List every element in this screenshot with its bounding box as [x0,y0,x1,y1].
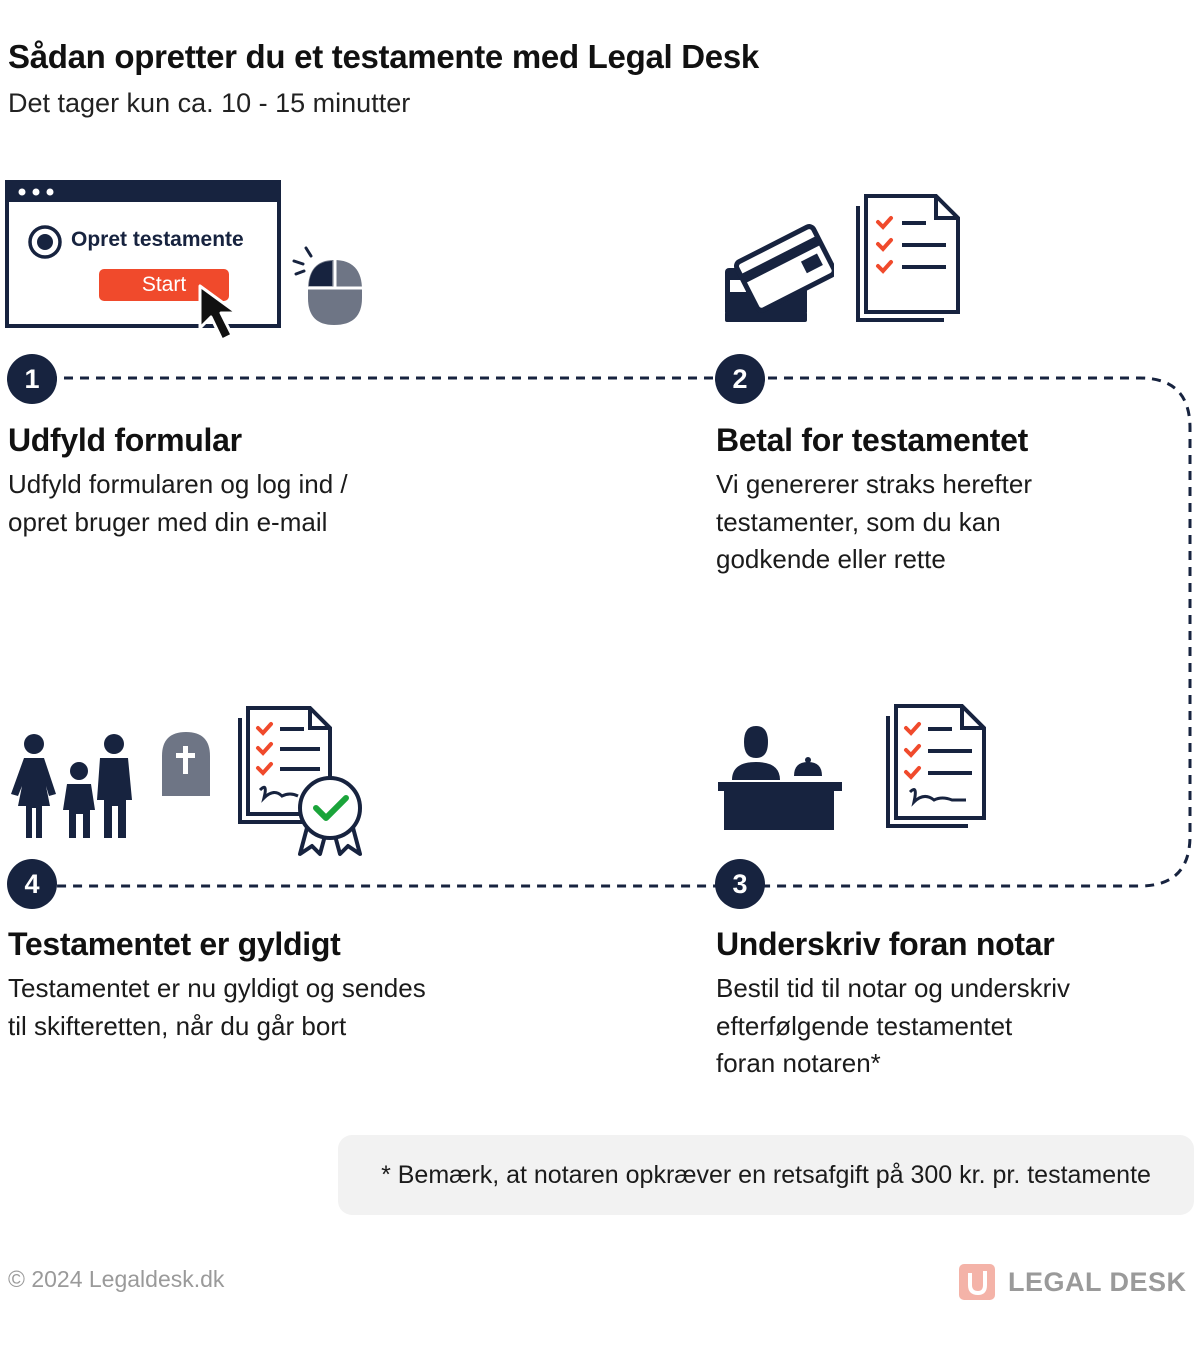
step-number-2: 2 [715,354,765,404]
step-4-description: Testamentet er nu gyldigt og sendes til … [8,970,426,1045]
notary-desk-icon [718,726,842,830]
signed-document-icon [886,704,986,828]
family-icon [11,734,132,838]
cursor-icon [198,284,239,342]
copyright: © 2024 Legaldesk.dk [8,1266,225,1292]
browser-window-icon: Opret testamente Start [5,180,281,328]
step-number-3: 3 [715,859,765,909]
step-2-line: testamenter, som du kan [716,506,1001,537]
fee-note: * Bemærk, at notaren opkræver en retsafg… [338,1135,1194,1215]
step-3-line: foran notaren* [716,1048,881,1078]
legal-desk-logo-icon [959,1264,995,1300]
logo-text: LEGAL DESK [1008,1266,1187,1297]
step-4-line: til skifteretten, når du går bort [8,1010,347,1041]
step-4-line: Testamentet er nu gyldigt og sendes [8,973,426,1003]
step-1-description: Udfyld formularen og log ind / opret bru… [8,466,348,541]
step-2-line: Vi genererer straks herefter [716,469,1032,499]
step-3-description: Bestil tid til notar og underskriv efter… [716,970,1070,1083]
page-subtitle: Det tager kun ca. 10 - 15 minutter [8,88,411,118]
step-3-line: Bestil tid til notar og underskriv [716,973,1071,1003]
step-2-description: Vi genererer straks herefter testamenter… [716,466,1032,579]
step-3-line: efterfølgende testamentet [716,1010,1013,1041]
step-1-line: opret bruger med din e-mail [8,506,328,537]
step-number-1: 1 [7,354,57,404]
step-number-4: 4 [7,859,57,909]
page-title: Sådan opretter du et testamente med Lega… [8,38,759,75]
certified-document-icon [238,706,362,856]
step-1-line: Udfyld formularen og log ind / [8,469,348,499]
gravestone-icon [162,732,210,796]
step-3-title: Underskriv foran notar [716,926,1055,962]
step-4-title: Testamentet er gyldigt [8,926,341,962]
radio-label: Opret testamente [71,228,244,251]
step-1-title: Udfyld formular [8,422,242,458]
mouse-click-icon [292,246,362,325]
credit-card-icon [725,224,834,322]
checklist-document-icon [856,194,960,322]
brand-logo[interactable]: LEGAL DESK [958,1262,1188,1302]
step-2-line: godkende eller rette [716,544,946,574]
step-2-title: Betal for testamentet [716,422,1028,458]
